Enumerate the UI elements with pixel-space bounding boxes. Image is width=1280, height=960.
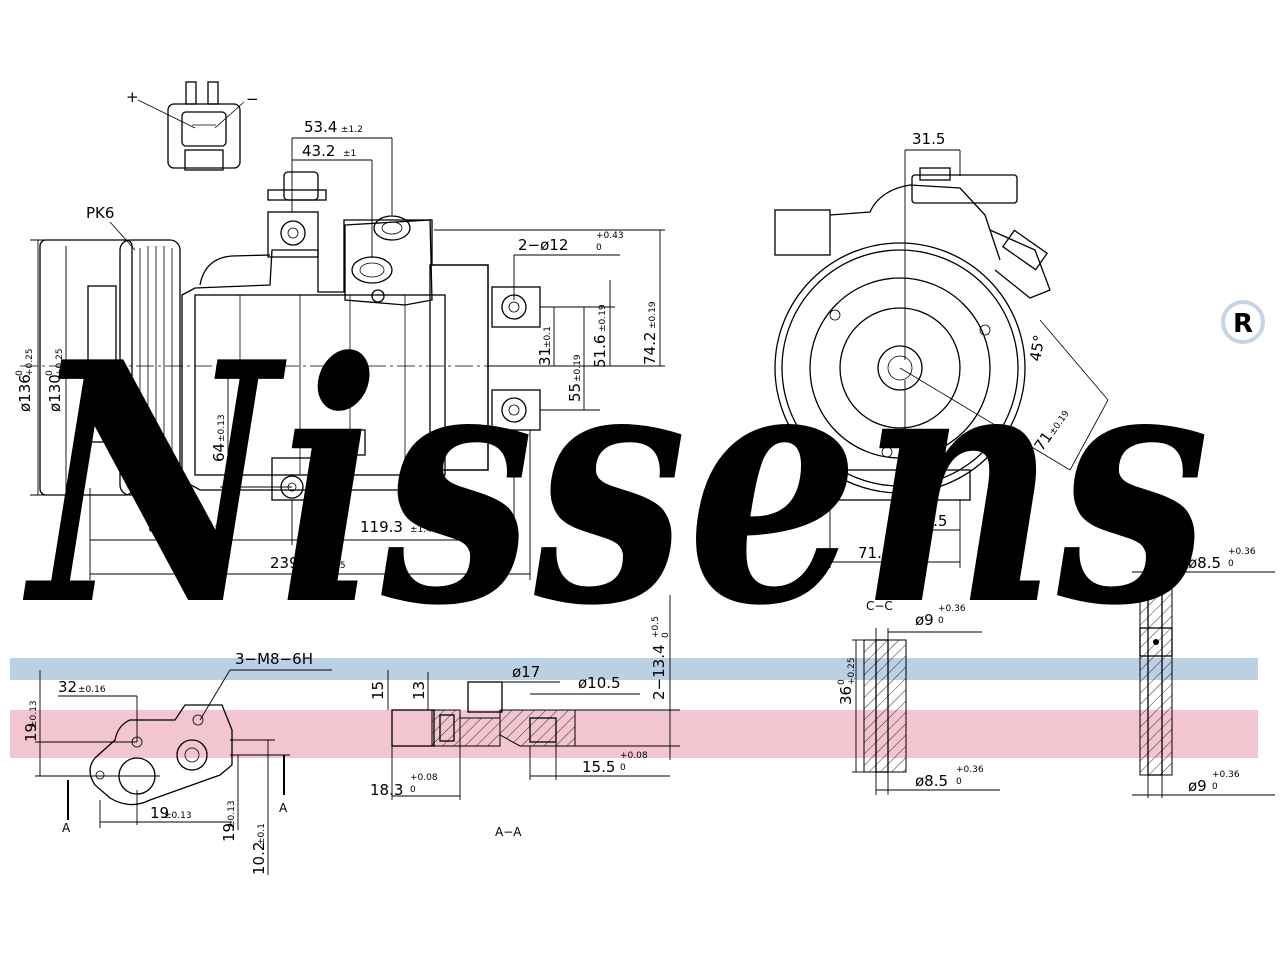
section-mark-a-right: A [279,801,288,815]
section-d-d-title: D−D [1142,536,1171,550]
svg-text:±1.2: ±1.2 [341,125,363,135]
dim-13: 13 [410,681,428,700]
compressor-body [181,219,489,491]
svg-text:±0.19: ±0.19 [648,301,658,329]
svg-text:+0.08: +0.08 [620,751,648,761]
watermark-red-band [10,710,1258,758]
dim-43-2: 43.2 [302,142,335,160]
svg-text:+0.36: +0.36 [1228,547,1256,557]
svg-text:±0.13: ±0.13 [217,414,227,442]
dim-239-1: 239.1 [270,554,313,572]
dim-19-left: 19 [22,723,40,742]
svg-text:+0.25: +0.25 [55,348,65,376]
svg-text:+0.08: +0.08 [410,773,438,783]
svg-text:0: 0 [410,785,416,795]
dim-31-5-top: 31.5 [912,130,945,148]
svg-text:±0.13: ±0.13 [227,800,237,828]
dim-d9-cc: ø9 [915,611,934,629]
dim-d9-dd: ø9 [1188,777,1207,795]
dim-d136: ø136 [16,374,34,412]
dim-31: 31 [536,347,554,366]
section-a-a: 15 13 ø17 ø10.5 2−13.4 +0.5 0 18.3 +0.08… [369,595,680,839]
dim-36: 36 [837,686,855,705]
watermark: Nissens R [10,290,1265,758]
svg-text:±0.1: ±0.1 [257,823,267,845]
dim-31-5-bottom: 31.5 [914,512,947,530]
flange-detail: 3−M8−6H 19 ±0.13 32 ±0.16 19 ±0.13 19 ±0… [22,650,332,875]
side-view: 31.5 31.5 71.5 ±0.19 71 ±0.19 45° [774,130,1109,568]
dim-53-4: 53.4 [304,118,337,136]
dim-15: 15 [369,681,387,700]
dim-d130: ø130 [46,374,64,412]
svg-text:±0.19: ±0.19 [897,551,925,561]
dim-d8-5-dd: ø8.5 [1188,554,1221,572]
dim-15-5: 15.5 [582,758,615,776]
dim-2-13-4: 2−13.4 [650,644,668,700]
dim-19-bottom: 19 [150,804,169,822]
dim-19-right: 19 [220,823,238,842]
svg-text:±0.19: ±0.19 [598,304,608,332]
watermark-blue-band [10,658,1258,680]
svg-text:±0.41: ±0.41 [192,525,220,535]
svg-text:±1: ±1 [343,149,356,159]
terminal-plus-label: + [126,88,139,106]
svg-text:0: 0 [1212,782,1218,792]
registered-mark-circle [1221,300,1265,344]
dim-85-8: 85.8 [148,518,181,536]
dim-45-deg: 45° [1026,333,1048,362]
dim-71-5: 71.5 [858,544,891,562]
svg-text:+0.43: +0.43 [596,231,624,241]
svg-text:±0.19: ±0.19 [573,354,583,382]
svg-text:±1.4: ±1.4 [410,525,432,535]
svg-text:+0.36: +0.36 [1212,770,1240,780]
dim-55: 55 [566,383,584,402]
pulley-outer [774,242,1026,494]
terminal-minus-label: − [246,90,259,108]
svg-text:0: 0 [837,679,847,685]
svg-text:+0.25: +0.25 [25,348,35,376]
dim-18-3: 18.3 [370,781,403,799]
svg-text:+0.36: +0.36 [938,604,966,614]
svg-text:0: 0 [45,370,55,376]
svg-text:±0.16: ±0.16 [78,685,106,695]
section-d-d: D−D ø8.5 +0.36 0 ø9 +0.36 0 [1132,536,1275,798]
section-a-a-title: A−A [495,825,522,839]
section-c-c-title: C−C [866,599,893,613]
svg-text:0: 0 [661,632,671,638]
svg-text:0: 0 [938,616,944,626]
watermark-brand: Nissens [22,290,1210,678]
registered-mark: R [1233,309,1253,339]
svg-text:±1.85: ±1.85 [318,561,346,571]
pk6-label: PK6 [86,204,114,222]
svg-text:±0.1: ±0.1 [543,326,553,348]
svg-text:0: 0 [596,243,602,253]
dim-d10-5: ø10.5 [578,674,621,692]
svg-text:+0.25: +0.25 [847,657,857,685]
dim-32: 32 [58,678,77,696]
svg-text:0: 0 [956,777,962,787]
section-mark-a-left: A [62,821,71,835]
svg-text:0: 0 [1228,559,1234,569]
electrical-connector-detail: + − [126,81,259,171]
dim-d17: ø17 [512,663,540,681]
svg-text:±0.13: ±0.13 [29,700,39,728]
dim-74-2: 74.2 [641,332,659,365]
dim-64: 64 [210,443,228,462]
svg-text:±0.13: ±0.13 [164,811,192,821]
dim-119-3: 119.3 [360,518,403,536]
svg-text:+0.36: +0.36 [956,765,984,775]
dim-51-6: 51.6 [591,335,609,368]
dim-3-m8-6h: 3−M8−6H [235,650,313,668]
svg-text:0: 0 [15,370,25,376]
svg-text:+0.5: +0.5 [651,616,661,638]
dim-10-2: 10.2 [250,842,268,875]
svg-text:0: 0 [620,763,626,773]
dim-d8-5-cc: ø8.5 [915,772,948,790]
dim-2-d12: 2−ø12 [518,236,568,254]
section-c-c: C−C ø9 +0.36 0 36 0 +0.25 ø8.5 +0.36 0 [837,599,1000,795]
front-view: PK6 ø136 0 +0.25 ø130 0 +0.25 53.4 ±1.2 … [15,118,665,580]
